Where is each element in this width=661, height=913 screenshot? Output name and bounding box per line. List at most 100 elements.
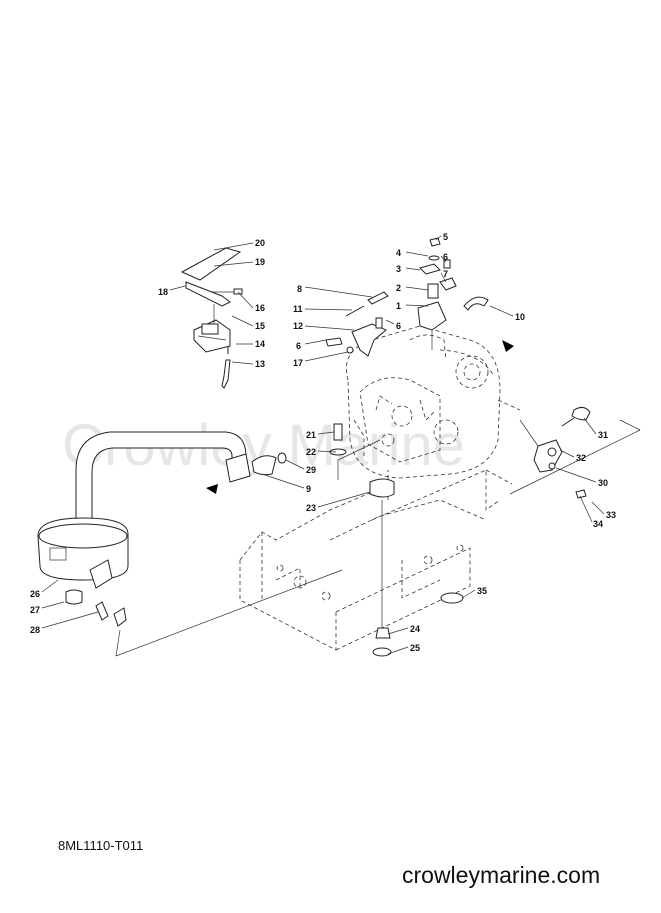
callout-c29: 29 bbox=[285, 459, 316, 475]
callout-number: 15 bbox=[255, 321, 265, 331]
callout-c14: 14 bbox=[236, 339, 265, 349]
callout-c30: 30 bbox=[555, 467, 608, 488]
callout-c33: 33 bbox=[591, 501, 616, 520]
callout-number: 23 bbox=[306, 503, 316, 513]
callout-c22: 22 bbox=[306, 447, 337, 457]
callout-c32: 32 bbox=[559, 449, 586, 463]
callout-leader-line bbox=[405, 304, 429, 307]
callout-c23: 23 bbox=[306, 491, 371, 513]
callout-c18: 18 bbox=[158, 285, 186, 297]
callout-number: 35 bbox=[477, 586, 487, 596]
callout-c34: 34 bbox=[579, 495, 603, 529]
callout-number: 26 bbox=[30, 589, 40, 599]
callout-c5: 5 bbox=[435, 232, 448, 242]
callout-leader-line bbox=[41, 611, 99, 629]
callout-c35: 35 bbox=[461, 586, 487, 599]
callout-leader-line bbox=[41, 601, 65, 609]
callout-number: 10 bbox=[515, 312, 525, 322]
callout-leader-line bbox=[213, 261, 254, 267]
callout-number: 18 bbox=[158, 287, 168, 297]
callout-leader-line bbox=[304, 339, 327, 345]
callout-c3: 3 bbox=[396, 264, 421, 274]
callout-number: 31 bbox=[598, 430, 608, 440]
callout-leader-line bbox=[231, 361, 254, 365]
handle-bracket-group bbox=[509, 406, 641, 499]
callout-number: 33 bbox=[606, 510, 616, 520]
callout-c20: 20 bbox=[213, 238, 265, 251]
callout-number: 20 bbox=[255, 238, 265, 248]
callout-number: 3 bbox=[396, 264, 401, 274]
callout-leader-line bbox=[440, 255, 447, 263]
callout-leader-line bbox=[555, 467, 597, 483]
callout-leader-line bbox=[285, 459, 305, 470]
callout-number: 21 bbox=[306, 430, 316, 440]
callout-c9: 9 bbox=[261, 473, 311, 494]
callout-number: 6 bbox=[396, 321, 401, 331]
callout-c17: 17 bbox=[293, 351, 349, 368]
callout-leader-line bbox=[317, 450, 337, 453]
throttle-bracket-group bbox=[180, 247, 243, 389]
callout-number: 2 bbox=[396, 283, 401, 293]
direction-arrow-exhaust bbox=[206, 484, 218, 494]
callout-number: 27 bbox=[30, 605, 40, 615]
callout-leader-line bbox=[169, 285, 186, 291]
callout-number: 30 bbox=[598, 478, 608, 488]
callout-c6b: 6 bbox=[296, 339, 327, 351]
callout-leader-line bbox=[317, 491, 371, 508]
callout-number: 25 bbox=[410, 643, 420, 653]
frame-assembly bbox=[239, 469, 513, 651]
callout-number: 12 bbox=[293, 321, 303, 331]
callout-leader-line bbox=[440, 272, 447, 283]
callout-c28: 28 bbox=[30, 611, 99, 635]
callout-c11: 11 bbox=[293, 304, 353, 314]
callout-c13: 13 bbox=[231, 359, 265, 369]
callout-number: 22 bbox=[306, 447, 316, 457]
callout-number: 1 bbox=[396, 301, 401, 311]
drawing-code: 8ML1110-T011 bbox=[58, 838, 144, 853]
callout-c2: 2 bbox=[396, 283, 429, 293]
callout-c4: 4 bbox=[396, 248, 429, 258]
callout-c26: 26 bbox=[30, 579, 59, 599]
muffler-assembly bbox=[37, 431, 287, 627]
callout-c10: 10 bbox=[489, 305, 525, 322]
callout-number: 28 bbox=[30, 625, 40, 635]
callout-c1: 1 bbox=[396, 301, 429, 311]
callout-number: 19 bbox=[255, 257, 265, 267]
callout-leader-line bbox=[41, 579, 59, 593]
callout-c6c: 6 bbox=[440, 252, 448, 263]
engine-mount-group bbox=[329, 423, 464, 657]
callout-leader-line bbox=[304, 308, 353, 311]
callout-c21: 21 bbox=[306, 430, 335, 440]
callout-leader-line bbox=[261, 473, 305, 489]
callout-leader-line bbox=[461, 589, 476, 599]
callout-number: 6 bbox=[296, 341, 301, 351]
callout-number: 29 bbox=[306, 465, 316, 475]
callout-c12: 12 bbox=[293, 321, 355, 331]
connection-lines bbox=[115, 439, 381, 657]
callout-number: 11 bbox=[293, 304, 303, 314]
callout-c8: 8 bbox=[297, 284, 373, 298]
callout-c16: 16 bbox=[237, 291, 265, 313]
callout-leader-line bbox=[591, 501, 605, 515]
callout-leader-line bbox=[405, 267, 421, 271]
callout-leader-line bbox=[304, 351, 349, 362]
callout-number: 7 bbox=[443, 269, 448, 279]
callout-number: 16 bbox=[255, 303, 265, 313]
callout-leader-line bbox=[387, 627, 409, 635]
callout-leader-line bbox=[304, 325, 355, 331]
callout-number: 6 bbox=[443, 252, 448, 262]
callout-number: 24 bbox=[410, 624, 420, 634]
callout-c31: 31 bbox=[583, 417, 608, 440]
callout-number: 17 bbox=[293, 358, 303, 368]
callout-c24: 24 bbox=[387, 624, 420, 635]
callout-c19: 19 bbox=[213, 257, 265, 267]
callout-number: 9 bbox=[306, 484, 311, 494]
callout-leader-line bbox=[583, 417, 597, 435]
direction-arrow-engine bbox=[502, 340, 514, 352]
callout-leader-line bbox=[231, 315, 254, 327]
callout-leader-line bbox=[385, 319, 395, 325]
callout-leader-line bbox=[405, 286, 429, 291]
callout-leader-line bbox=[489, 305, 514, 317]
callout-leader-line bbox=[213, 242, 254, 251]
